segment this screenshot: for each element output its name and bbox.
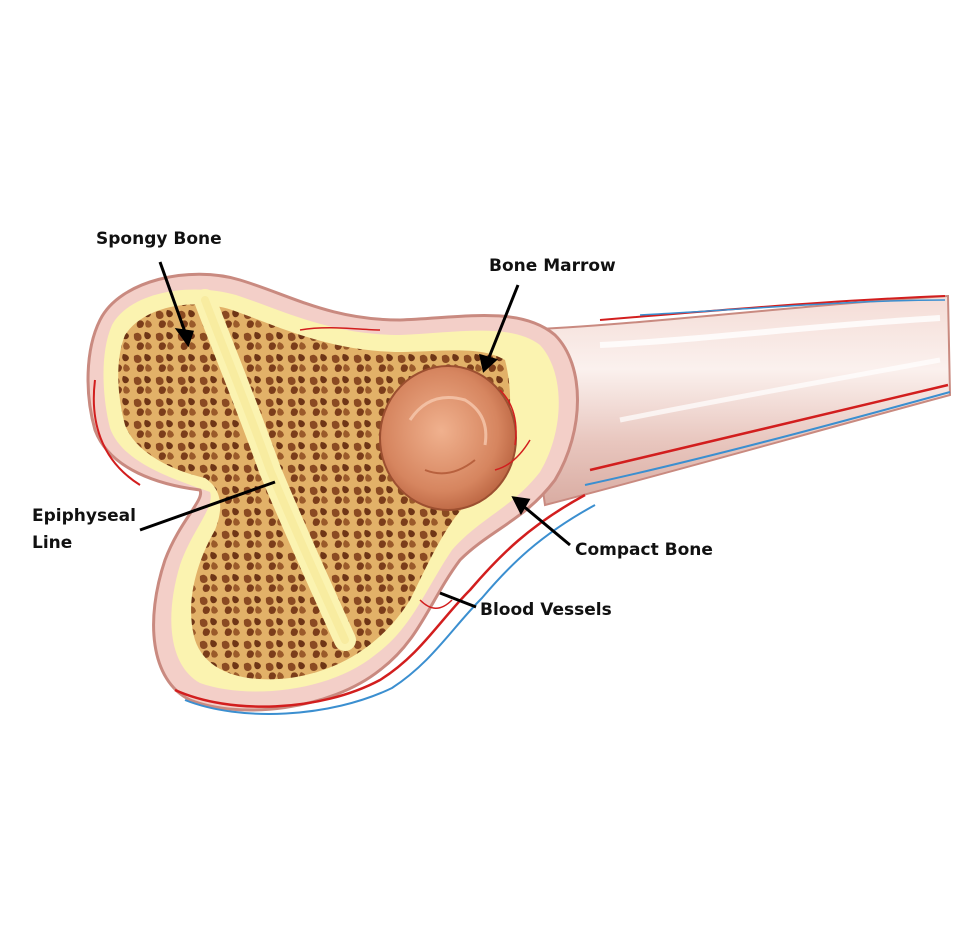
bone-shaft — [518, 294, 952, 507]
label-compact-bone: Compact Bone — [575, 540, 713, 560]
leader-spongy-bone — [158, 261, 187, 333]
leader-epiphyseal-line — [139, 480, 276, 532]
label-epiphyseal-line-line2: Line — [32, 533, 73, 553]
arrowhead-bone-marrow — [479, 353, 499, 373]
bone-marrow-region — [379, 365, 531, 511]
blood-vessels — [92, 327, 596, 715]
leader-blood-vessels — [439, 591, 477, 609]
label-blood-vessels: Blood Vessels — [480, 600, 612, 620]
leader-bone-marrow — [486, 284, 520, 361]
arrowhead-compact-bone — [511, 496, 531, 516]
label-epiphyseal-line-line1: Epiphyseal — [32, 506, 136, 526]
label-spongy-bone: Spongy Bone — [96, 229, 222, 249]
arrowhead-spongy-bone — [174, 328, 194, 348]
leader-lines — [139, 261, 571, 609]
label-bone-marrow: Bone Marrow — [489, 256, 616, 276]
leader-compact-bone — [521, 503, 571, 547]
